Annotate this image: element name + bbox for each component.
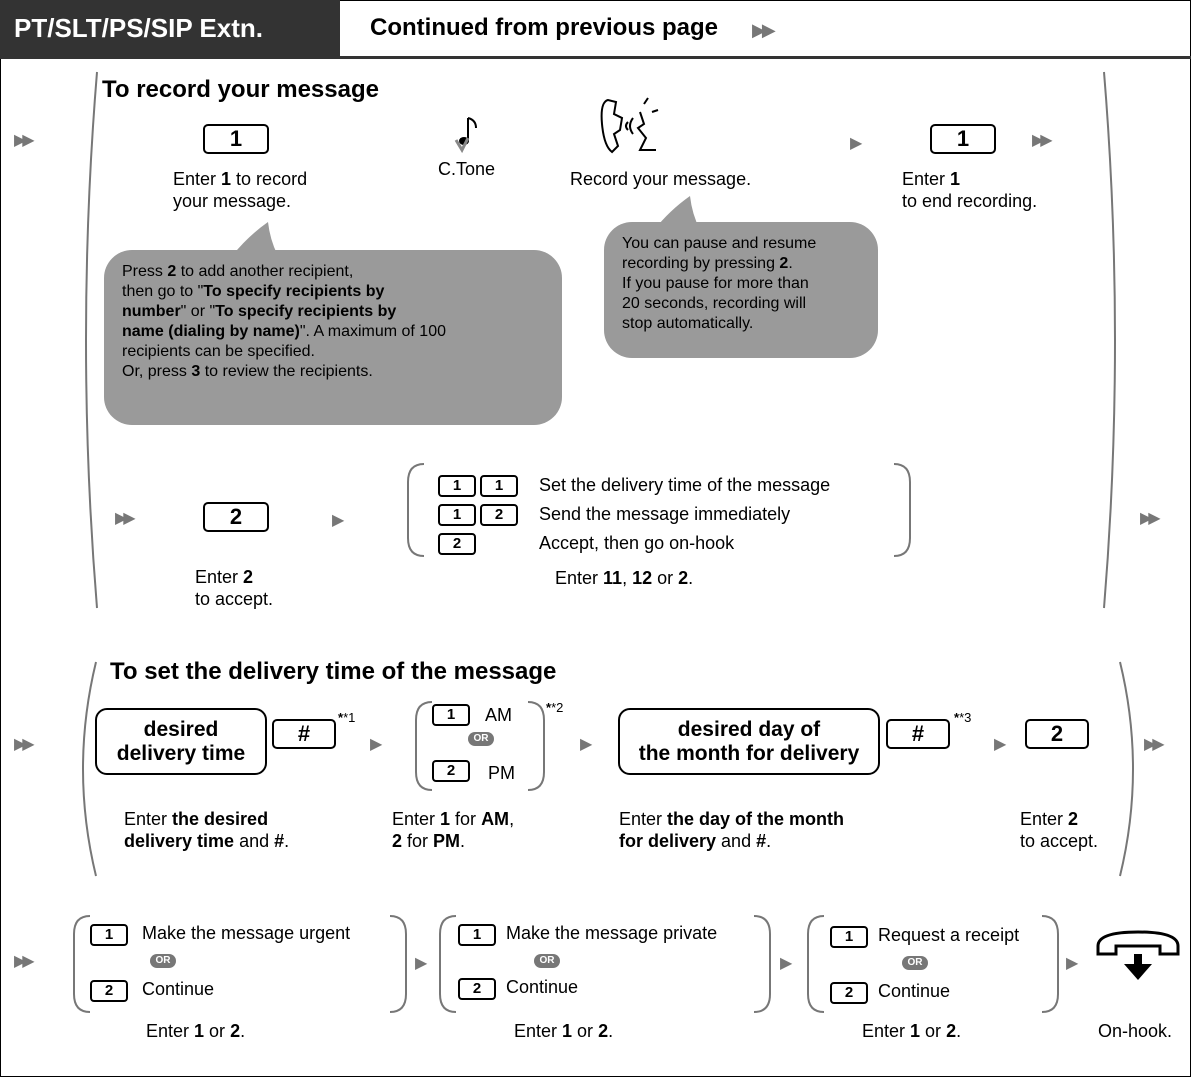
double-arrow-icon: ▶▶ — [1144, 736, 1165, 753]
arrow-icon: ▶ — [415, 955, 428, 972]
key-1-end[interactable]: 1 — [930, 124, 996, 154]
g3-caption: Enter 1 or 2. — [862, 1021, 962, 1041]
g3-opt1: Request a receipt — [878, 925, 1020, 945]
key-hash-1[interactable]: # — [272, 719, 336, 749]
double-arrow-icon: ▶▶ — [1032, 132, 1053, 149]
double-arrow-icon: ▶▶ — [14, 132, 35, 149]
left-bracket-2 — [82, 661, 97, 877]
left-bracket — [85, 71, 98, 609]
g2-opt2: Continue — [506, 977, 579, 997]
section-title-delivery: To set the delivery time of the message — [110, 658, 557, 685]
double-arrow-icon: ▶▶ — [752, 20, 776, 40]
option-key-1-1b[interactable]: 1 — [480, 475, 518, 497]
caption-accept: Enter 2 to accept. — [1020, 809, 1099, 851]
g2-left-bracket — [439, 915, 457, 1013]
record-message-text: Record your message. — [570, 169, 752, 189]
footnote-1: **1 — [338, 710, 356, 725]
footnote-2: **2 — [546, 700, 564, 715]
g1-key-1[interactable]: 1 — [90, 924, 128, 946]
double-arrow-icon: ▶▶ — [14, 953, 35, 970]
option-send-immediately: Send the message immediately — [539, 504, 791, 524]
header-continued: Continued from previous page — [370, 14, 719, 41]
info-bubble-recipients: Press 2 to add another recipient, then g… — [104, 250, 562, 425]
g3-left-bracket — [807, 915, 825, 1013]
onhook-caption: On-hook. — [1098, 1021, 1173, 1041]
arrow-icon: ▶ — [580, 736, 593, 753]
handset-speaking-icon — [600, 97, 659, 154]
options-right-bracket — [893, 463, 911, 557]
double-arrow-icon: ▶▶ — [14, 736, 35, 753]
key-2-accept[interactable]: 2 — [203, 502, 269, 532]
arrow-icon: ▶ — [370, 736, 383, 753]
arrow-icon: ▶ — [332, 512, 345, 529]
g2-key-1[interactable]: 1 — [458, 924, 496, 946]
key-2-accept-delivery[interactable]: 2 — [1025, 719, 1089, 749]
g2-right-bracket — [753, 915, 771, 1013]
caption-delivery-time: Enter the desired delivery time and #. — [124, 809, 290, 851]
music-note-icon — [454, 117, 477, 154]
footnote-3: **3 — [954, 710, 972, 725]
right-bracket-2 — [1119, 661, 1134, 877]
enter-1-record-text: Enter 1 to record your message. — [173, 169, 308, 211]
or-badge: OR — [534, 954, 560, 968]
option-key-1-2b[interactable]: 2 — [480, 504, 518, 526]
g3-right-bracket — [1041, 915, 1059, 1013]
g1-opt2: Continue — [142, 979, 215, 999]
g1-caption: Enter 1 or 2. — [146, 1021, 246, 1041]
ampm-left-bracket — [415, 701, 433, 791]
arrow-icon: ▶ — [780, 955, 793, 972]
g1-right-bracket — [389, 915, 407, 1013]
info-bubble-pause: You can pause and resume recording by pr… — [604, 222, 878, 358]
or-badge: OR — [150, 954, 176, 968]
g1-key-2[interactable]: 2 — [90, 980, 128, 1002]
g3-opt2: Continue — [878, 981, 951, 1001]
double-arrow-icon: ▶▶ — [115, 510, 136, 527]
option-accept-onhook: Accept, then go on-hook — [539, 533, 735, 553]
arrow-icon: ▶ — [850, 135, 863, 152]
or-badge: OR — [468, 732, 494, 746]
ctone-label: C.Tone — [438, 159, 496, 179]
options-left-bracket — [407, 463, 425, 557]
enter-options-text: Enter 11, 12 or 2. — [555, 568, 694, 588]
key-1-am[interactable]: 1 — [432, 704, 470, 726]
bubble-right-tail — [654, 196, 700, 230]
key-1-record[interactable]: 1 — [203, 124, 269, 154]
am-label: AM — [485, 705, 512, 725]
g3-key-1[interactable]: 1 — [830, 926, 868, 948]
option-key-1-1a[interactable]: 1 — [438, 475, 476, 497]
header-rule — [0, 56, 1191, 59]
option-key-1-2a[interactable]: 1 — [438, 504, 476, 526]
g2-opt1: Make the message private — [506, 923, 718, 943]
double-arrow-icon: ▶▶ — [1140, 510, 1161, 527]
arrow-icon: ▶ — [994, 736, 1007, 753]
g2-key-2[interactable]: 2 — [458, 978, 496, 1000]
right-bracket — [1103, 71, 1116, 609]
g1-opt1: Make the message urgent — [142, 923, 351, 943]
bubble-left-tail — [232, 222, 278, 256]
ampm-right-bracket — [527, 701, 545, 791]
onhook-icon — [1096, 930, 1180, 980]
key-hash-2[interactable]: # — [886, 719, 950, 749]
pm-label: PM — [488, 763, 515, 783]
option-delivery-time: Set the delivery time of the message — [539, 475, 831, 495]
g1-left-bracket — [73, 915, 91, 1013]
or-badge: OR — [902, 956, 928, 970]
arrow-icon: ▶ — [1066, 955, 1079, 972]
option-key-2[interactable]: 2 — [438, 533, 476, 555]
header-tab: PT/SLT/PS/SIP Extn. — [0, 0, 340, 56]
enter-2-accept-text: Enter 2 to accept. — [195, 567, 274, 609]
end-recording-text: Enter 1 to end recording. — [902, 169, 1038, 211]
section-title-record: To record your message — [102, 76, 379, 103]
g2-caption: Enter 1 or 2. — [514, 1021, 614, 1041]
g3-key-2[interactable]: 2 — [830, 982, 868, 1004]
key-2-pm[interactable]: 2 — [432, 760, 470, 782]
caption-day: Enter the day of the month for delivery … — [619, 809, 845, 851]
caption-ampm: Enter 1 for AM, 2 for PM. — [392, 809, 515, 851]
